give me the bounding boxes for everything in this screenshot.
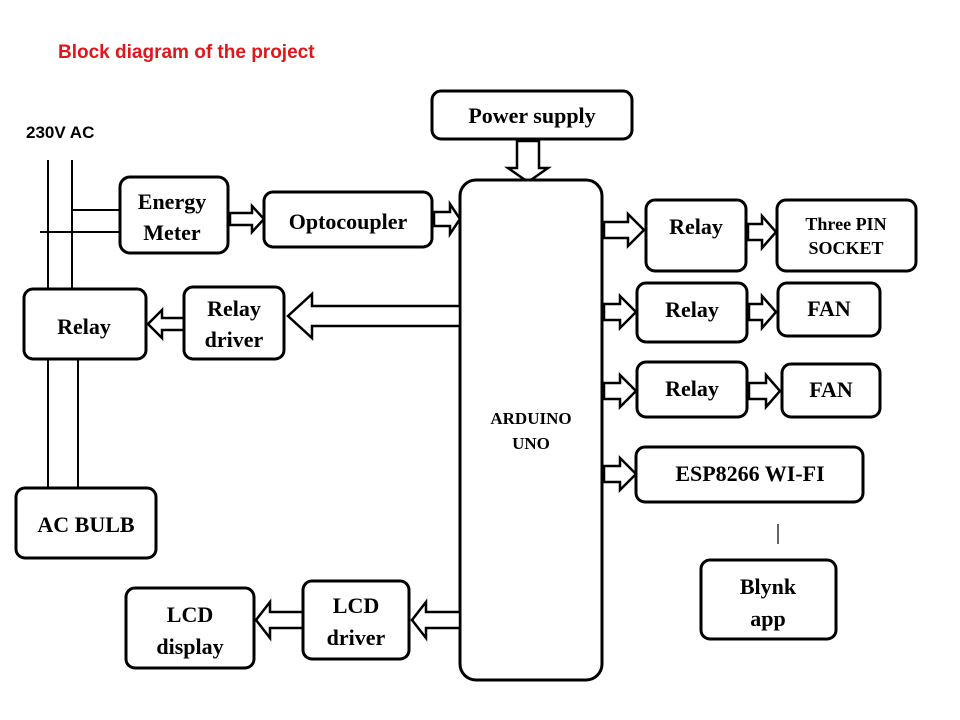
arduino-to-esp-arrow [602, 454, 638, 494]
fan-2-label: FAN [809, 377, 853, 402]
arduino-uno-block: ARDUINO UNO [458, 178, 604, 682]
blynk-label-line2: app [750, 606, 785, 631]
relay-driver-block: Relay driver [182, 285, 286, 361]
energy-meter-label-line1: Energy [138, 189, 206, 214]
three-pin-label-line1: Three PIN [805, 214, 886, 234]
relay3-to-fan2-arrow [747, 371, 782, 411]
fan-2-block: FAN [780, 362, 882, 419]
arduino-to-relay2-arrow [602, 292, 638, 332]
arduino-label-line2: UNO [512, 434, 550, 453]
ac-bulb-block: AC BULB [14, 486, 158, 560]
relay-driver-label-line1: Relay [207, 296, 261, 321]
lcd-display-label-line2: display [156, 634, 223, 659]
relay-3-label: Relay [665, 376, 719, 401]
arduino-to-lcd-driver-arrow [410, 598, 462, 642]
ac-bulb-label: AC BULB [37, 512, 135, 537]
energy-meter-label-line2: Meter [143, 220, 201, 245]
lcd-driver-label-line1: LCD [333, 593, 379, 618]
esp8266-block: ESP8266 WI-FI [634, 445, 865, 504]
lcd-display-label-line1: LCD [167, 602, 213, 627]
relay-driver-label-line2: driver [205, 327, 264, 352]
power-supply-block: Power supply [430, 89, 634, 141]
driver-to-relay-arrow [146, 306, 186, 342]
power-supply-label: Power supply [468, 103, 595, 128]
fan-1-block: FAN [776, 281, 882, 338]
relay-left-label: Relay [57, 314, 111, 339]
three-pin-label-line2: SOCKET [808, 238, 883, 258]
optocoupler-label: Optocoupler [289, 209, 408, 234]
meter-to-opto-arrow [228, 202, 266, 236]
lcd-driver-to-display-arrow [254, 598, 305, 642]
relay-2-label: Relay [665, 297, 719, 322]
relay-1-label: Relay [669, 214, 723, 239]
relay2-to-fan1-arrow [747, 292, 778, 332]
relay-3-block: Relay [635, 360, 749, 419]
relay1-to-socket-arrow [746, 212, 778, 252]
power-arrow [504, 139, 552, 184]
lcd-driver-block: LCD driver [301, 579, 411, 661]
relay-2-block: Relay [635, 281, 749, 344]
diagram-title: Block diagram of the project [58, 42, 315, 63]
arduino-to-relay-driver-arrow [286, 291, 462, 341]
three-pin-socket-block: Three PIN SOCKET [775, 198, 918, 273]
source-label: 230V AC [26, 123, 94, 142]
blynk-app-block: Blynk app [699, 558, 838, 641]
lcd-driver-label-line2: driver [327, 625, 386, 650]
relay-left-block: Relay [22, 287, 148, 361]
fan-1-label: FAN [807, 296, 851, 321]
arduino-to-relay3-arrow [602, 371, 638, 411]
opto-to-arduino-arrow [432, 199, 462, 239]
arduino-label-line1: ARDUINO [490, 409, 571, 428]
lcd-display-block: LCD display [124, 586, 256, 670]
arduino-to-relay1-arrow [602, 210, 646, 250]
energy-meter-block: Energy Meter [118, 175, 230, 255]
relay-1-block: Relay [644, 198, 748, 273]
mains-wires [40, 160, 120, 490]
optocoupler-block: Optocoupler [262, 190, 434, 249]
blynk-label-line1: Blynk [740, 574, 797, 599]
esp8266-label: ESP8266 WI-FI [675, 461, 824, 486]
